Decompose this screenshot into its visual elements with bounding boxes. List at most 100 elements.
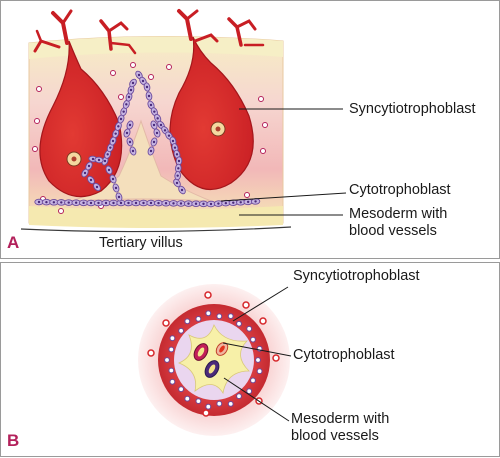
cell-nucleus xyxy=(155,131,159,135)
top-band xyxy=(29,36,283,59)
cell-nucleus xyxy=(109,146,112,149)
ring-cell xyxy=(195,398,202,405)
ring-cell xyxy=(246,325,253,332)
cell-nucleus xyxy=(232,201,235,204)
label-mesoderm-a-line2: blood vessels xyxy=(349,223,437,239)
cell-nucleus xyxy=(114,132,117,135)
mesoderm-star xyxy=(177,323,250,395)
cell-nucleus xyxy=(91,157,95,161)
cell-nucleus xyxy=(114,186,118,190)
caption-tertiary-villus: Tertiary villus xyxy=(99,235,183,251)
cell-nucleus xyxy=(173,146,177,149)
cell-nucleus xyxy=(202,202,205,206)
cell-nucleus xyxy=(179,202,183,205)
cell-nucleus xyxy=(172,202,175,205)
mesoderm-core xyxy=(70,119,212,202)
cell-nucleus xyxy=(164,202,168,205)
cell-nucleus xyxy=(175,181,179,185)
ring-cell xyxy=(184,318,191,325)
maternal-vessels xyxy=(33,9,265,55)
ring-cell xyxy=(178,327,185,334)
cell-nucleus xyxy=(149,103,153,107)
cell-nucleus xyxy=(111,177,115,181)
cell-nucleus xyxy=(134,201,138,205)
cell-nucleus xyxy=(111,139,115,143)
label-cytotrophoblast-b: Cytotrophoblast xyxy=(293,347,395,363)
cell-nucleus xyxy=(82,201,85,205)
cell-nucleus xyxy=(167,134,171,137)
cell-nucleus xyxy=(104,201,108,205)
cell-nucleus xyxy=(89,201,93,205)
cell-nucleus xyxy=(119,117,123,121)
tertiary-villus-diagram xyxy=(20,9,347,233)
cell-nucleus xyxy=(157,201,160,205)
cell-nucleus xyxy=(142,201,145,205)
cell-nucleus xyxy=(194,202,198,205)
leader-lines-b xyxy=(222,286,292,422)
leader-lines-a xyxy=(220,108,347,216)
ring-cell xyxy=(236,393,242,400)
cell-nucleus xyxy=(107,168,111,172)
ring-cell xyxy=(236,320,242,327)
cell-nucleus xyxy=(149,149,153,153)
ring-cell xyxy=(227,401,234,407)
basement-line xyxy=(20,226,292,233)
label-cytotrophoblast-a: Cytotrophoblast xyxy=(349,182,451,198)
cell-nucleus xyxy=(152,123,156,127)
cell-nucleus xyxy=(117,195,121,199)
label-syncytiotrophoblast-b: Syncytiotrophoblast xyxy=(293,268,420,284)
cell-nucleus xyxy=(97,158,101,162)
cell-nucleus xyxy=(175,153,179,156)
cell-nucleus xyxy=(177,167,180,170)
cell-nucleus xyxy=(112,201,115,205)
ring-cell xyxy=(168,346,175,353)
cell-nucleus xyxy=(137,73,141,77)
cell-nucleus xyxy=(125,103,128,106)
cell-nucleus xyxy=(45,200,48,204)
cell-nucleus xyxy=(254,200,257,203)
ring-cell xyxy=(216,313,223,320)
cell-nucleus xyxy=(129,88,133,92)
ring-cell xyxy=(216,400,223,407)
cell-nucleus xyxy=(74,201,78,204)
cell-nucleus xyxy=(147,94,151,98)
ring-cell xyxy=(169,335,176,342)
ring-cell xyxy=(178,386,185,393)
cell-nucleus xyxy=(131,149,135,153)
cell-nucleus xyxy=(149,201,153,205)
cell-nucleus xyxy=(153,110,156,113)
ring-cell xyxy=(227,313,234,319)
ring-cell xyxy=(205,310,212,317)
cell-nucleus xyxy=(37,200,41,204)
label-mesoderm-b-line2: blood vessels xyxy=(291,428,379,444)
fetal-vessels xyxy=(193,342,229,378)
cell-nucleus xyxy=(117,125,120,128)
cell-nucleus xyxy=(125,131,129,135)
cell-nucleus xyxy=(145,85,149,89)
cell-nucleus xyxy=(141,79,145,83)
ring-cell xyxy=(246,388,253,395)
ring-cell xyxy=(255,357,261,363)
cell-nucleus xyxy=(106,153,109,156)
ring-cell xyxy=(164,357,170,363)
cytotrophoblast-cells xyxy=(34,70,261,208)
ring-cell xyxy=(250,377,256,384)
ring-cell xyxy=(205,403,212,410)
cell-nucleus xyxy=(209,202,213,206)
cell-nucleus xyxy=(131,81,135,85)
cell-nucleus xyxy=(177,159,181,163)
cell-nucleus xyxy=(246,200,250,204)
ring-cell xyxy=(184,395,191,402)
nucleus-right xyxy=(210,121,226,137)
bottom-band xyxy=(29,206,283,228)
cytotrophoblast-ring-cells xyxy=(164,310,263,410)
cell-nucleus xyxy=(224,201,228,205)
cell-nucleus xyxy=(239,201,242,204)
cell-nucleus xyxy=(87,164,91,168)
panel-b: Syncytiotrophoblast Cytotrophoblast Meso… xyxy=(0,262,500,457)
cell-nucleus xyxy=(60,201,63,204)
cell-nucleus xyxy=(127,95,131,99)
cell-nucleus xyxy=(176,174,179,177)
cell-nucleus xyxy=(128,140,132,144)
blood-lake-right xyxy=(169,36,254,191)
